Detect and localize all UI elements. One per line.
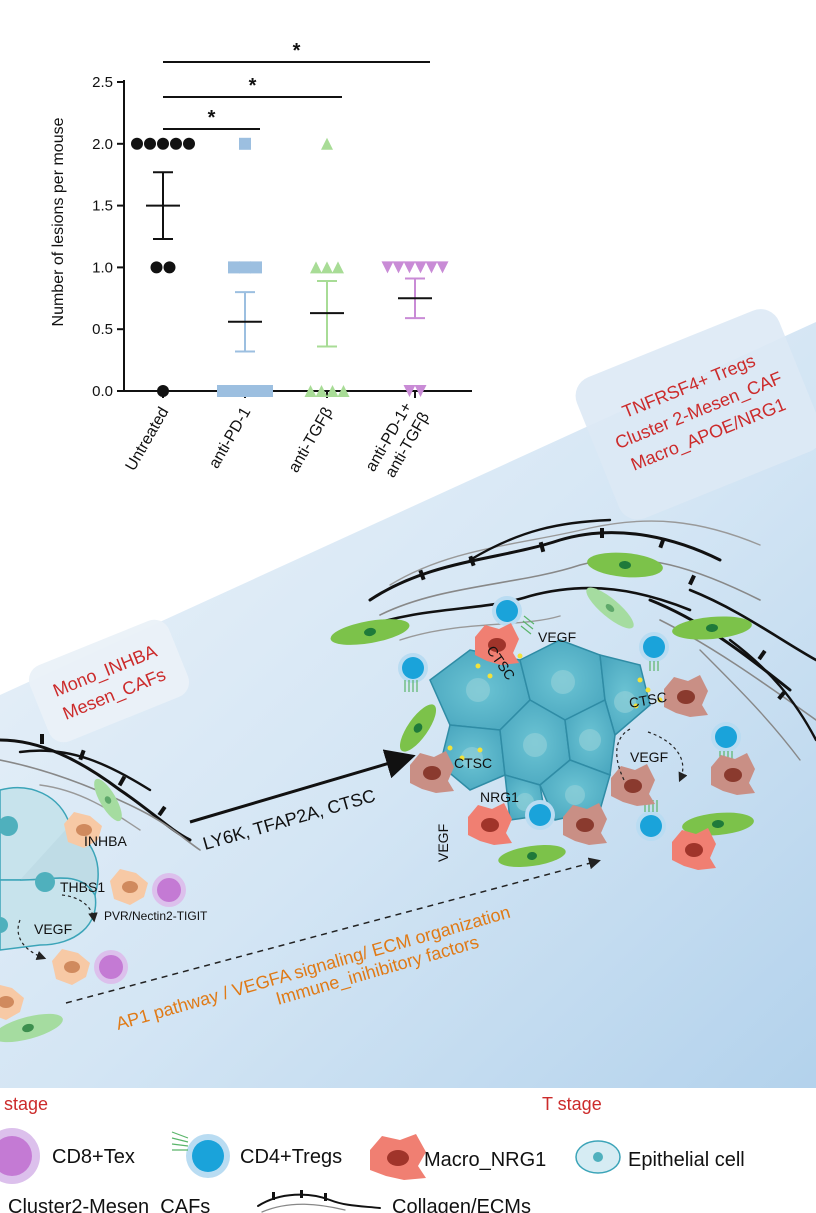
significance-star: * [208,107,216,129]
data-point [217,385,229,397]
label-vegf-right: VEGF [630,749,668,765]
x-tick-label: anti-TGFβ [286,405,337,476]
y-tick-label: 0.0 [92,383,113,400]
legend-caf-label: Cluster2-Mesen_CAFs [8,1196,210,1213]
significance-star: * [293,40,301,62]
data-point [239,385,251,397]
y-tick-label: 1.0 [92,259,113,276]
progression-arrow [189,749,416,824]
y-axis-label: Number of lesions per mouse [50,117,67,326]
legend: CD8+Tex CD4+Tregs Macro_NRG1 Epithelial … [0,1128,745,1213]
data-point [228,385,240,397]
legend-cd4-label: CD4+Tregs [240,1146,342,1168]
legend-collagen-label: Collagen/ECMs [392,1196,531,1213]
data-point [310,261,322,274]
data-point [163,261,176,274]
data-point [337,385,350,397]
stage-label-right: T stage [542,1094,602,1114]
y-tick-label: 0.5 [92,321,113,338]
data-point [414,385,427,397]
data-point [239,137,251,150]
x-tick-label-line: anti-PD-1 [206,404,255,471]
data-point [425,261,438,274]
data-point [239,261,251,274]
label-vegf-rotated: VEGF [435,824,451,862]
legend-epithelial-label: Epithelial cell [628,1149,745,1171]
legend-cd8-label: CD8+Tex [52,1146,135,1168]
data-point [315,385,328,397]
caf-cells [0,552,754,1043]
tumor-epithelial-cluster [429,639,651,821]
cd8-tex-cells [94,873,186,984]
legend-collagen-icon [257,1190,381,1213]
x-tick-label-line: anti-TGFβ [286,405,337,476]
label-inhba: INHBA [84,833,127,849]
data-point [321,261,333,274]
label-ctsc-2: CTSC [628,689,668,711]
data-point [304,385,317,397]
y-tick-label: 2.5 [92,74,113,91]
macrophage-cells [410,623,755,870]
y-tick-label: 2.0 [92,136,113,153]
data-point [326,385,339,397]
data-point [332,261,344,274]
secreted-factor-dots [447,653,663,761]
legend-macro-icon [370,1134,426,1180]
legend-macro-label: Macro_NRG1 [424,1149,546,1171]
data-point [157,385,169,397]
data-point [403,385,416,397]
data-point [170,137,182,150]
data-point [250,261,262,274]
data-point [414,261,427,274]
schematic-background [0,322,816,1088]
treg-cells [398,596,741,841]
collagen-fibers-left [0,734,201,851]
x-tick-label-line: Untreated [123,405,173,474]
data-point [403,261,416,274]
x-tick-label: anti-PD-1+anti-TGFβ [363,400,434,485]
data-point [321,137,333,150]
x-tick-label: Untreated [123,405,173,474]
data-point [250,385,262,397]
data-point [131,137,143,150]
data-point [228,261,240,274]
data-point [157,137,169,150]
x-tick-label: anti-PD-1 [206,404,255,471]
stage-label-left: I stage [0,1094,48,1114]
significance-star: * [249,75,257,97]
data-point [381,261,394,274]
legend-epithelial-icon [575,1140,621,1174]
label-nrg1: NRG1 [480,789,519,805]
data-point [392,261,405,274]
label-vegf-left: VEGF [34,921,72,937]
label-thbs1: THBS1 [60,879,105,895]
vegf-dashed-loop [616,727,683,780]
label-pvr: PVR/Nectin2-TIGIT [104,909,208,923]
pathway-dashed-arrow [65,857,601,1004]
label-vegf-top: VEGF [538,629,576,645]
mono-inhba-cells [0,812,148,1020]
data-point [150,261,163,274]
label-ctsc-3: CTSC [454,755,492,771]
data-point [261,385,273,397]
legend-cd8-icon [0,1128,40,1184]
legend-cd4-icon [171,1131,230,1178]
data-point [183,137,195,150]
y-tick-label: 1.5 [92,198,113,215]
data-point [144,137,156,150]
early-epithelial-cluster [0,786,99,951]
t-stage-markers-box: TNFRSF4+ Tregs Cluster 2-Mesen_CAF Macro… [575,309,816,520]
data-point [436,261,449,274]
